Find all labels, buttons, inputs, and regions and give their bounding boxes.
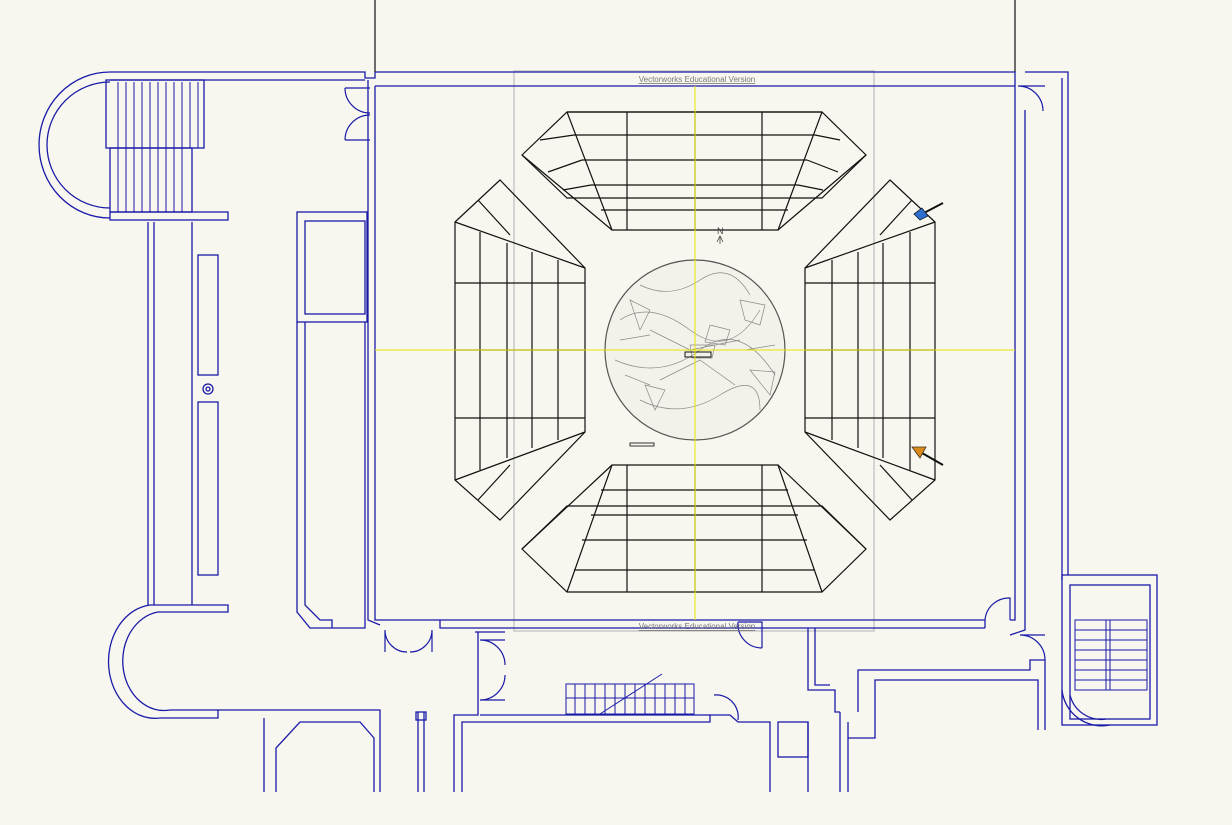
light-instrument-blue[interactable] xyxy=(913,202,944,221)
north-label: N xyxy=(717,226,724,236)
north-arrow: N xyxy=(716,226,724,244)
building-walls xyxy=(38,0,1158,792)
print-area-border xyxy=(513,70,875,632)
seating-bank-top xyxy=(521,111,867,231)
watermark-bottom: Vectorworks Educational Version xyxy=(639,622,756,631)
stair-treads xyxy=(117,82,1148,715)
seating-bank-bottom xyxy=(521,464,867,593)
light-instrument-orange[interactable] xyxy=(911,446,944,466)
doors xyxy=(344,85,1046,721)
watermark-top: Vectorworks Educational Version xyxy=(639,75,756,84)
crosshair-guides xyxy=(375,86,1015,620)
